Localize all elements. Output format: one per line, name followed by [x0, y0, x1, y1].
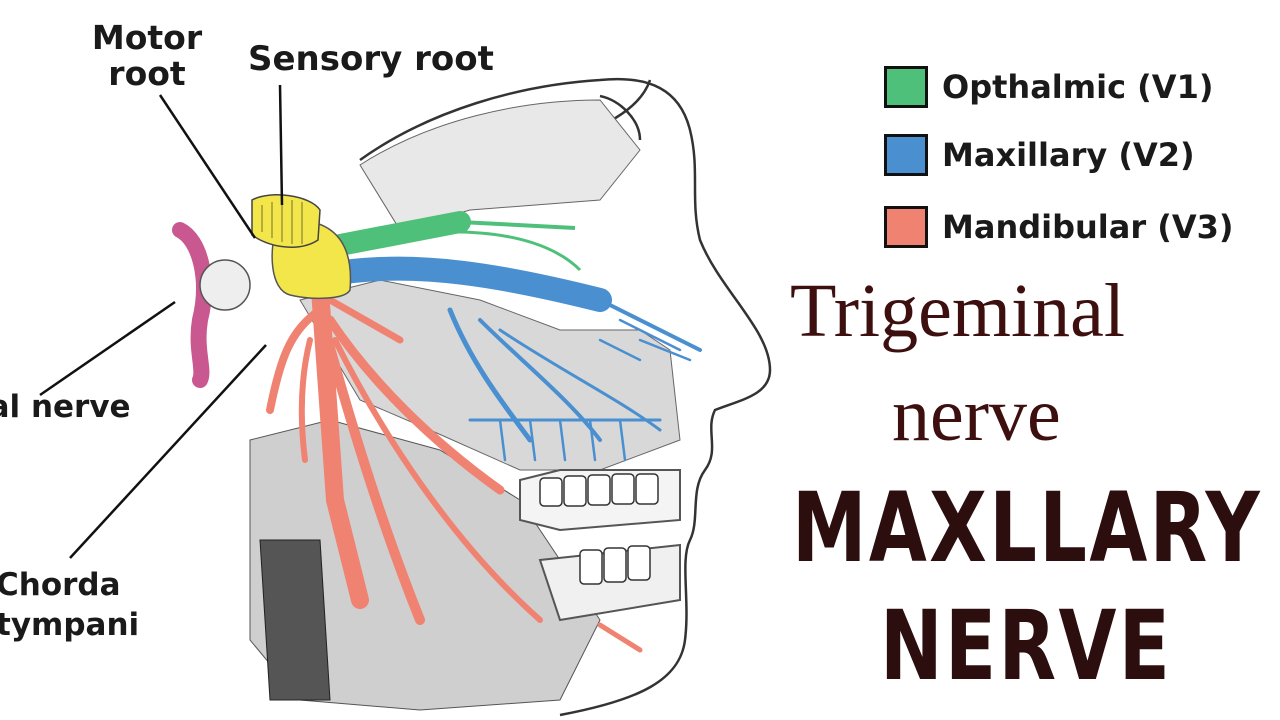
legend-label: Maxillary (V2) — [942, 136, 1195, 174]
legend-swatch-salmon — [884, 206, 928, 248]
teeth — [539, 473, 659, 585]
trigeminal-ganglion — [251, 194, 352, 300]
legend-label: Mandibular (V3) — [942, 208, 1234, 246]
title-maxillary: MAXLLARY — [792, 472, 1263, 584]
title-nerve: nerve — [892, 373, 1061, 457]
facial-nerve-label: ial nerve — [0, 389, 131, 425]
sensory-root-label: Sensory root — [248, 39, 494, 79]
mandibular-branch — [266, 281, 643, 653]
motor-root-label: Motor root — [91, 18, 203, 93]
facial-nerve-structure — [172, 222, 212, 388]
ophthalmic-branch — [329, 211, 582, 272]
legend-item-opthalmic: Opthalmic (V1) — [884, 66, 1213, 108]
legend-swatch-green — [884, 66, 928, 108]
title-trigeminal: Trigeminal — [790, 269, 1125, 353]
maxillary-branch — [333, 256, 702, 462]
legend-label: Opthalmic (V1) — [942, 68, 1214, 106]
legend-swatch-blue — [884, 134, 928, 176]
label-pointer-lines — [39, 84, 284, 559]
legend-item-mandibular: Mandibular (V3) — [884, 206, 1234, 248]
legend-item-maxillary: Maxillary (V2) — [884, 134, 1195, 176]
chorda-tympani-label: Chorda tympani — [0, 567, 140, 643]
title-nerve-bold: NERVE — [880, 590, 1173, 702]
bone-shading — [249, 99, 681, 711]
